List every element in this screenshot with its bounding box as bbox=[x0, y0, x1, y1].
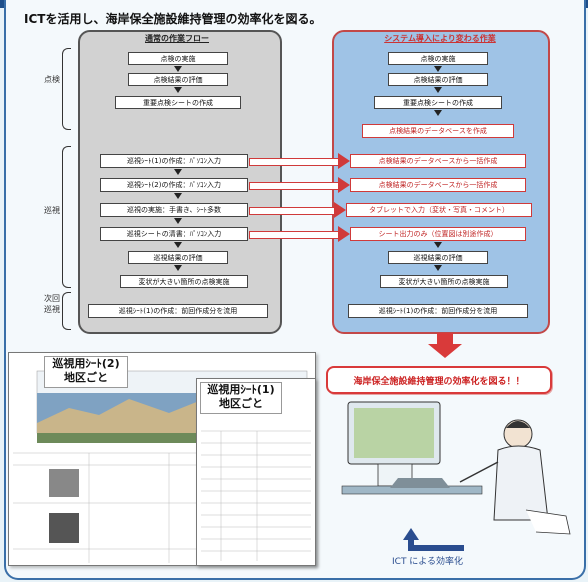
ict-arrow-stem-horizontal bbox=[408, 545, 464, 551]
down-arrow bbox=[434, 66, 442, 72]
right-step-11: 巡視ｼｰﾄ(1)の作成：前回作成分を流用 bbox=[348, 304, 528, 318]
result-arrow-head bbox=[428, 344, 462, 358]
transition-arrow bbox=[249, 231, 340, 239]
left-step-6: 巡視の実施：手書き、ｼｰﾄ多数 bbox=[100, 203, 248, 217]
transition-arrow-head bbox=[338, 226, 350, 242]
left-step-10: 巡視ｼｰﾄ(1)の作成：前回作成分を流用 bbox=[88, 304, 268, 318]
office-worker-illustration bbox=[341, 401, 571, 535]
transition-arrow bbox=[249, 158, 340, 166]
right-step-10: 変状が大きい箇所の点検実施 bbox=[380, 275, 508, 288]
right-step-3: 重要点検シートの作成 bbox=[374, 96, 502, 109]
down-arrow bbox=[174, 66, 182, 72]
down-arrow bbox=[174, 87, 182, 93]
right-step-6: 点検結果のデータベースから一括作成 bbox=[350, 178, 526, 192]
ict-efficiency-label: ICT による効率化 bbox=[392, 557, 464, 567]
result-arrow-stem bbox=[437, 333, 453, 345]
right-step-2: 点検結果の評価 bbox=[388, 73, 488, 86]
transition-arrow-head bbox=[338, 153, 350, 169]
down-arrow bbox=[174, 169, 182, 175]
system-flow-title: システム導入により変わる作業 bbox=[384, 34, 496, 43]
next-patrol-brace bbox=[62, 292, 71, 330]
down-arrow bbox=[434, 265, 442, 271]
left-step-3: 重要点検シートの作成 bbox=[115, 96, 241, 109]
right-step-7: タブレットで入力（変状・写真・コメント） bbox=[346, 203, 532, 217]
left-step-8: 巡視結果の評価 bbox=[128, 251, 228, 264]
sheet-2-label: 巡視用ｼｰﾄ(2) 地区ごと bbox=[44, 356, 128, 388]
down-arrow bbox=[174, 265, 182, 271]
ict-arrow-head bbox=[403, 528, 419, 540]
right-step-4: 点検結果のデータベースを作成 bbox=[362, 124, 514, 138]
normal-flow-title: 通常の作業フロー bbox=[145, 34, 209, 43]
down-arrow bbox=[174, 193, 182, 199]
transition-arrow-head bbox=[338, 177, 350, 193]
subtitle: ICTを活用し、海岸保全施設維持管理の効率化を図る。 bbox=[24, 12, 322, 26]
transition-arrow-head bbox=[334, 202, 346, 218]
stage-inspection: 点検 bbox=[44, 75, 60, 84]
efficiency-result: 海岸保全施設維持管理の効率化を図る！！ bbox=[326, 366, 552, 394]
stage-patrol: 巡視 bbox=[44, 206, 60, 215]
left-step-7: 巡視シートの清書：ﾊﾟｿｺﾝ入力 bbox=[100, 227, 248, 241]
right-step-5: 点検結果のデータベースから一括作成 bbox=[350, 154, 526, 168]
transition-arrow bbox=[249, 182, 340, 190]
sheet-1-illustration bbox=[201, 430, 311, 561]
sheet-1-label: 巡視用ｼｰﾄ(1) 地区ごと bbox=[200, 382, 282, 414]
transition-arrow bbox=[249, 207, 336, 215]
left-step-2: 点検結果の評価 bbox=[128, 73, 228, 86]
stage-next-patrol: 次回巡視 bbox=[44, 294, 60, 314]
down-arrow bbox=[174, 218, 182, 224]
right-step-1: 点検の実施 bbox=[388, 52, 488, 65]
down-arrow bbox=[174, 242, 182, 248]
right-step-9: 巡視結果の評価 bbox=[388, 251, 488, 264]
left-step-4: 巡視ｼｰﾄ(1)の作成：ﾊﾟｿｺﾝ入力 bbox=[100, 154, 248, 168]
down-arrow bbox=[434, 87, 442, 93]
patrol-brace bbox=[62, 146, 71, 288]
down-arrow bbox=[434, 242, 442, 248]
left-step-5: 巡視ｼｰﾄ(2)の作成：ﾊﾟｿｺﾝ入力 bbox=[100, 178, 248, 192]
down-arrow bbox=[434, 110, 442, 116]
left-step-1: 点検の実施 bbox=[128, 52, 228, 65]
inspection-brace bbox=[62, 48, 71, 130]
right-step-8: シート出力のみ（位置図は別途作成） bbox=[350, 227, 526, 241]
left-step-9: 変状が大きい箇所の点検実施 bbox=[120, 275, 248, 288]
